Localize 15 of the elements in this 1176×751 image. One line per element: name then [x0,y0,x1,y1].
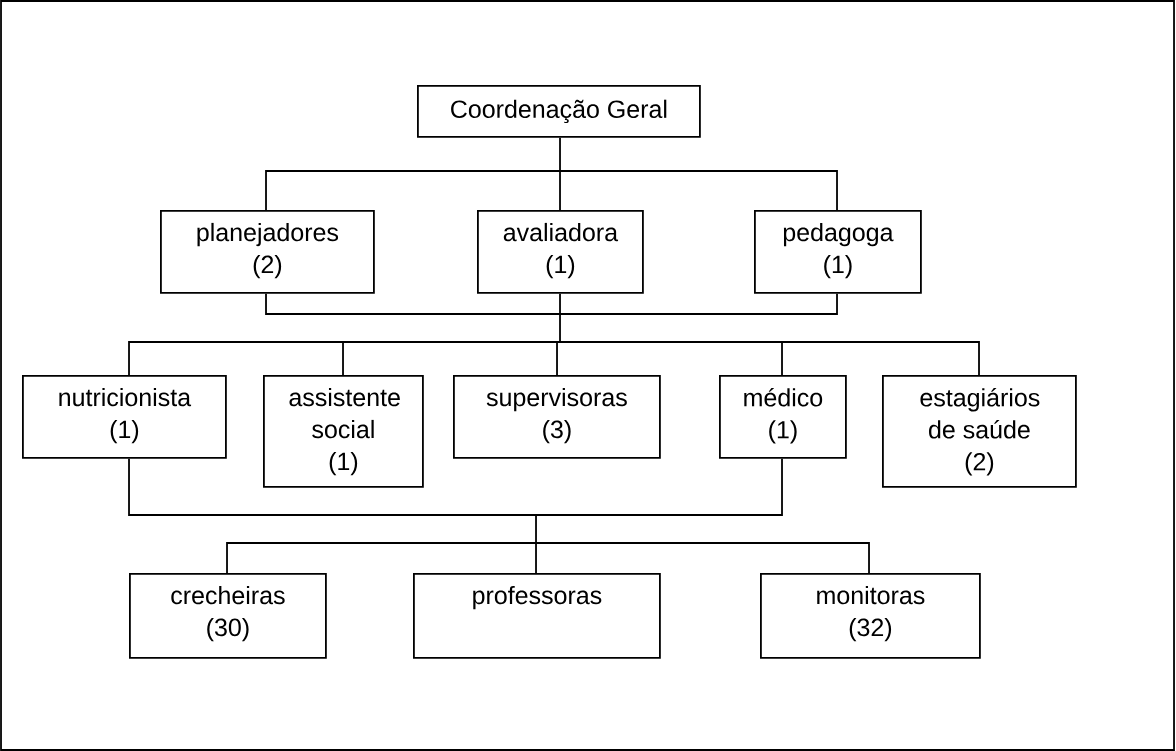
connector-line [128,292,980,376]
org-box: pedagoga (1) [754,210,922,294]
org-box: monitoras (32) [760,573,981,659]
org-box: professoras [413,573,661,659]
org-box: avaliadora (1) [477,210,644,294]
org-box: Coordenação Geral [417,85,701,138]
org-box: assistente social (1) [263,375,424,488]
org-box: estagiários de saúde (2) [882,375,1077,488]
connector-line [265,136,838,211]
org-box: médico (1) [719,375,847,459]
org-box: supervisoras (3) [453,375,661,459]
org-box: planejadores (2) [160,210,375,294]
org-box: crecheiras (30) [129,573,327,659]
org-box: nutricionista (1) [22,375,227,459]
connector-line [128,457,870,574]
